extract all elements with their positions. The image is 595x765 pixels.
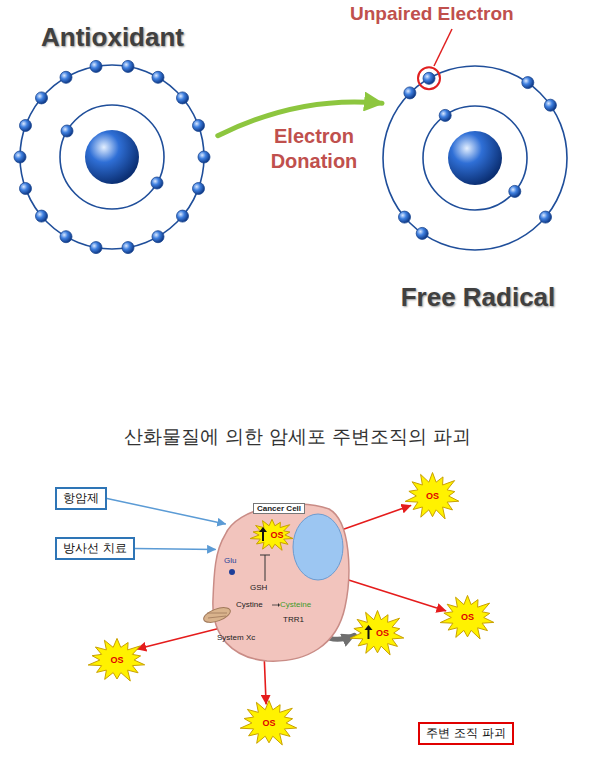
electron xyxy=(544,99,556,111)
molecule-label: Glu xyxy=(224,556,236,566)
electron xyxy=(193,183,205,195)
connector-arrow xyxy=(135,548,215,550)
oxidative-stress-burst: OS xyxy=(350,610,405,656)
electron xyxy=(423,72,435,84)
outer-orbit xyxy=(20,65,204,249)
oxidative-stress-burst: OS xyxy=(405,472,460,520)
panel-title: 산화물질에 의한 암세포 주변조직의 파괴 xyxy=(0,424,595,450)
electron xyxy=(36,210,48,222)
label-box: 방사선 치료 xyxy=(55,537,135,560)
electron xyxy=(509,185,521,197)
connector-arrow xyxy=(107,499,225,524)
unpaired-ring xyxy=(418,67,440,89)
callout-label: Unpaired Electron xyxy=(350,3,514,26)
inner-orbit xyxy=(60,105,164,209)
starburst-shape xyxy=(240,701,297,745)
atom-heading: Free Radical xyxy=(378,282,578,313)
electron xyxy=(198,151,210,163)
oxidative-stress-burst: OS xyxy=(440,595,495,640)
electron xyxy=(20,120,32,132)
inner-orbit xyxy=(423,106,527,210)
electron xyxy=(20,183,32,195)
oxidative-stress-burst: OS xyxy=(88,638,146,682)
electron xyxy=(416,227,428,239)
transporter-label: System Xc xyxy=(217,633,255,643)
electron xyxy=(177,92,189,104)
atom-node: Free Radical xyxy=(378,60,578,315)
enzyme-label: TRR1 xyxy=(283,615,304,625)
molecule-label: Cystine xyxy=(236,600,263,610)
electron xyxy=(90,242,102,254)
starburst-shape xyxy=(440,595,494,639)
electron xyxy=(151,177,163,189)
electron xyxy=(60,231,72,243)
increase-arrow xyxy=(368,629,370,639)
electron xyxy=(152,231,164,243)
cell-title: Cancer Cell xyxy=(253,503,305,514)
electron xyxy=(90,60,102,72)
electron xyxy=(540,211,552,223)
electron xyxy=(399,211,411,223)
molecule-label: GSH xyxy=(250,583,267,593)
starburst-shape xyxy=(250,519,293,550)
increase-arrow-head xyxy=(259,527,267,532)
electron xyxy=(122,242,134,254)
burst-label: OS xyxy=(426,492,439,501)
increase-arrow xyxy=(262,531,264,541)
label-box: 주변 조직 파괴 xyxy=(418,722,514,745)
label-box: 항암제 xyxy=(55,487,107,510)
burst-label: OS xyxy=(461,613,474,622)
transporter-stripe xyxy=(207,613,227,614)
oxidative-stress-burst: OS xyxy=(250,519,294,551)
reaction-arrow xyxy=(272,605,278,606)
inhibition-line xyxy=(265,555,266,581)
transporter-stripe xyxy=(208,616,226,618)
glu-dot xyxy=(229,569,235,575)
box-text: 주변 조직 파괴 xyxy=(426,726,506,741)
electron xyxy=(152,71,164,83)
connector-arrow xyxy=(264,662,266,704)
electron xyxy=(122,60,134,72)
leader-line xyxy=(434,29,452,66)
electron xyxy=(61,125,73,137)
atom-node: Antioxidant xyxy=(5,22,220,254)
connector-arrow xyxy=(344,506,410,529)
electron xyxy=(14,151,26,163)
oxidative-stress-burst: OS xyxy=(240,700,298,746)
nucleus xyxy=(448,131,502,185)
atom-heading: Antioxidant xyxy=(5,22,220,53)
cell-body xyxy=(213,504,349,661)
burst-label: OS xyxy=(376,629,389,638)
reaction-arrow-head xyxy=(278,603,280,607)
inhibition-bar xyxy=(260,555,270,556)
starburst-shape xyxy=(350,611,404,655)
edge-label: Electron Donation xyxy=(248,124,380,174)
electron xyxy=(439,109,451,121)
electron xyxy=(177,210,189,222)
electron xyxy=(522,77,534,89)
starburst-shape xyxy=(88,638,145,681)
electron xyxy=(36,92,48,104)
connector-arrow xyxy=(349,580,446,611)
box-text: 방사선 치료 xyxy=(63,541,127,556)
atom-illustration xyxy=(378,60,578,315)
increase-arrow-head xyxy=(365,625,373,630)
atom-illustration xyxy=(5,22,220,254)
electron xyxy=(404,87,416,99)
molecule-label: Cysteine xyxy=(280,600,311,610)
burst-label: OS xyxy=(262,719,275,728)
outer-orbit xyxy=(383,66,567,250)
nucleus xyxy=(85,130,139,184)
transporter xyxy=(202,605,232,626)
electron xyxy=(193,120,205,132)
cell-nucleus xyxy=(293,514,343,580)
box-text: 항암제 xyxy=(63,491,99,506)
burst-label: OS xyxy=(270,531,283,540)
starburst-shape xyxy=(405,473,459,519)
burst-label: OS xyxy=(110,656,123,665)
electron xyxy=(60,71,72,83)
